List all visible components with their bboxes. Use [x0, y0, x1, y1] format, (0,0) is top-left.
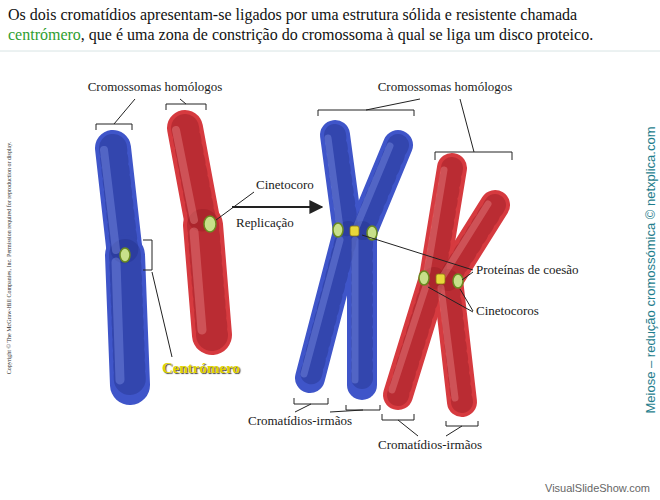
red-sister-chromatids — [392, 168, 495, 402]
kinetochores — [120, 216, 463, 288]
structure-label: Cromatídios-irmãos — [248, 414, 352, 429]
structure-label: Centrómero — [162, 360, 240, 377]
watermark: Meiose – redução cromossómica © netxplic… — [644, 126, 659, 413]
structure-label: Proteínas de coesão — [476, 263, 579, 278]
structure-label: Cinetocoros — [476, 304, 539, 319]
slide-heading: Os dois cromatídios apresentam-se ligado… — [8, 5, 648, 46]
structure-label: Cromatídios-irmãos — [378, 438, 482, 453]
blue-chromosome — [104, 148, 130, 385]
brackets-and-leaders — [96, 99, 512, 436]
cohesion-proteins — [350, 226, 445, 284]
blue-sister-chromatids — [304, 135, 398, 385]
replication-arrow — [232, 206, 322, 208]
copyright-note: Copyright © The McGraw-Hill Companies, I… — [6, 142, 13, 375]
header-rule — [0, 51, 660, 52]
structure-label: Cromossomas homólogos — [378, 80, 513, 95]
process-label: Replicação — [236, 216, 294, 231]
watermark: VisualSlideShow.com — [545, 482, 650, 495]
structure-label: Cinetocoro — [256, 178, 314, 193]
structure-label: Cromossomas homólogos — [88, 80, 223, 95]
